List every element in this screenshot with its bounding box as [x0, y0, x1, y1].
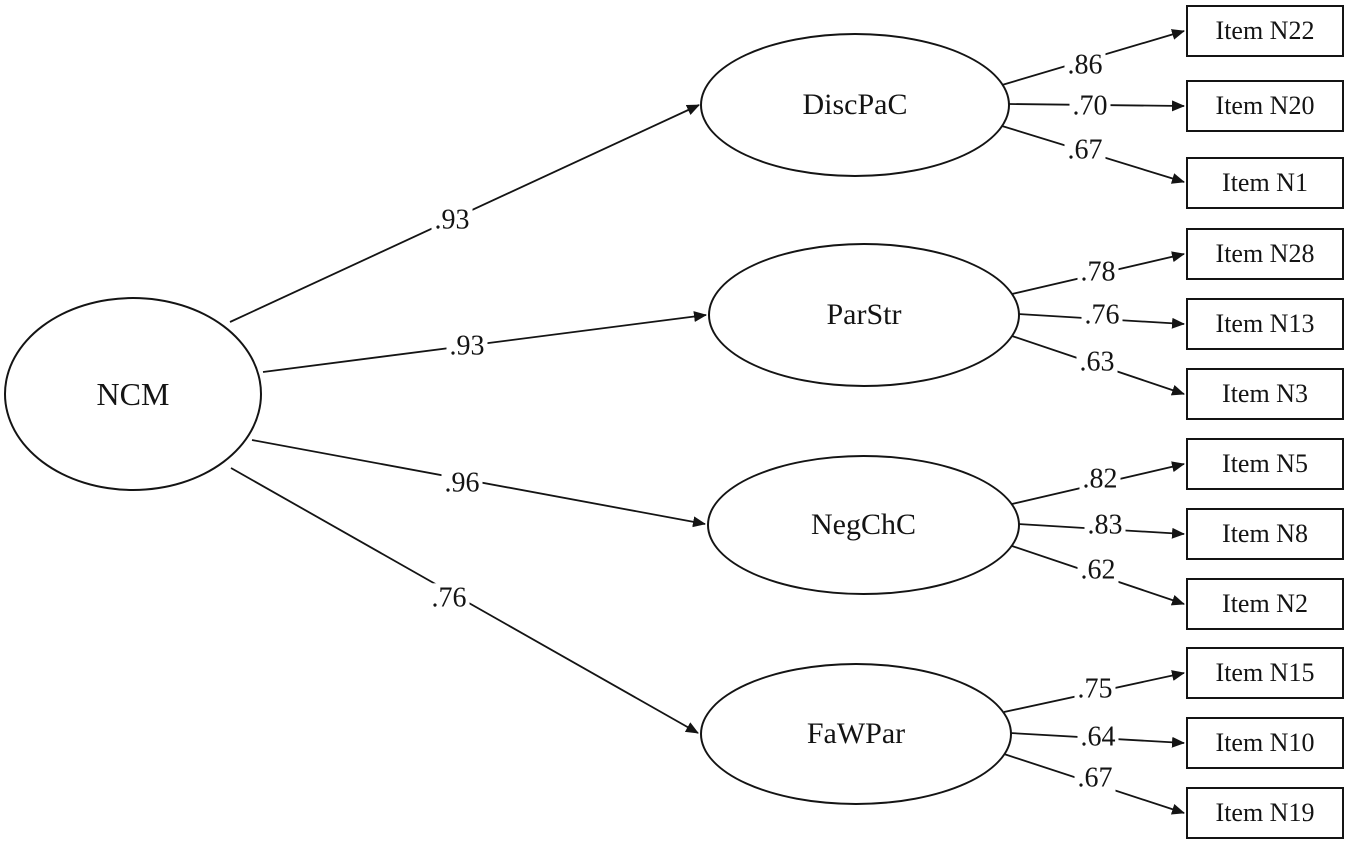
loading-label-ncm-negchc: .96: [441, 468, 483, 498]
observed-node-item-n10: Item N10: [1186, 717, 1344, 769]
observed-node-item-n5: Item N5: [1186, 438, 1344, 490]
loading-label-item-n13: .76: [1081, 300, 1123, 330]
loading-label-item-n22: .86: [1064, 50, 1106, 80]
latent-node-fawpar: FaWPar: [700, 663, 1012, 805]
observed-node-item-n3: Item N3: [1186, 368, 1344, 420]
observed-node-item-n8: Item N8: [1186, 508, 1344, 560]
observed-node-label: Item N3: [1222, 379, 1308, 408]
latent-node-label: NCM: [96, 375, 170, 412]
latent-node-negchc: NegChC: [707, 455, 1020, 595]
loading-label-item-n15: .75: [1074, 674, 1116, 704]
observed-node-item-n19: Item N19: [1186, 787, 1344, 839]
loading-label-item-n1: .67: [1064, 135, 1106, 165]
loading-label-item-n19: .67: [1074, 763, 1116, 793]
observed-node-item-n1: Item N1: [1186, 157, 1344, 209]
latent-node-label: DiscPaC: [802, 88, 908, 121]
observed-node-label: Item N1: [1222, 168, 1308, 197]
latent-node-parstr: ParStr: [708, 243, 1020, 387]
observed-node-label: Item N5: [1222, 449, 1308, 478]
loading-label-item-n20: .70: [1069, 91, 1111, 121]
observed-node-label: Item N13: [1215, 309, 1315, 338]
observed-node-item-n13: Item N13: [1186, 298, 1344, 350]
loading-label-ncm-fawpar: .76: [428, 583, 470, 613]
latent-node-label: ParStr: [826, 298, 902, 331]
loading-label-item-n28: .78: [1077, 257, 1119, 287]
loading-label-item-n8: .83: [1084, 510, 1126, 540]
loading-label-item-n2: .62: [1077, 555, 1119, 585]
observed-node-label: Item N22: [1215, 16, 1315, 45]
observed-node-item-n15: Item N15: [1186, 647, 1344, 699]
observed-node-item-n20: Item N20: [1186, 80, 1344, 132]
loading-label-ncm-discpac: .93: [431, 205, 473, 235]
observed-node-label: Item N19: [1215, 798, 1315, 827]
loading-label-item-n5: .82: [1079, 464, 1121, 494]
observed-node-label: Item N15: [1215, 658, 1315, 687]
loading-label-item-n3: .63: [1076, 347, 1118, 377]
latent-node-discpac: DiscPaC: [700, 33, 1010, 177]
observed-node-label: Item N28: [1215, 239, 1315, 268]
observed-node-item-n22: Item N22: [1186, 5, 1344, 57]
latent-node-label: FaWPar: [806, 717, 906, 750]
observed-node-item-n28: Item N28: [1186, 228, 1344, 280]
observed-node-item-n2: Item N2: [1186, 578, 1344, 630]
observed-node-label: Item N8: [1222, 519, 1308, 548]
loading-label-item-n10: .64: [1077, 722, 1119, 752]
latent-node-ncm: NCM: [4, 297, 262, 491]
latent-node-label: NegChC: [811, 508, 916, 541]
observed-node-label: Item N2: [1222, 589, 1308, 618]
observed-node-label: Item N20: [1215, 91, 1315, 120]
loading-label-ncm-parstr: .93: [446, 331, 488, 361]
observed-node-label: Item N10: [1215, 728, 1315, 757]
